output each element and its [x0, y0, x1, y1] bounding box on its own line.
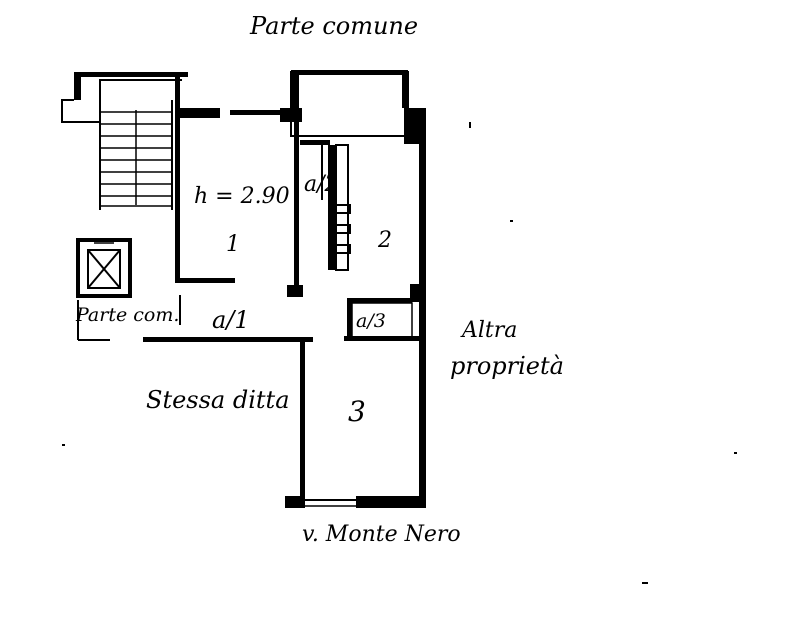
right-label-line1: Altra	[462, 318, 518, 343]
marker-a3: a/3	[356, 310, 386, 332]
bottom-label: v. Monte Nero	[302, 522, 461, 547]
common-area	[77, 295, 181, 341]
right-label-line2: proprietà	[450, 352, 564, 380]
room-2-number: 2	[378, 228, 392, 253]
top-label: Parte comune	[250, 12, 419, 40]
elevator	[76, 238, 132, 298]
room-3-number: 3	[348, 395, 366, 428]
stairwell	[61, 72, 188, 210]
room-1-number: 1	[226, 232, 240, 257]
common-label: Parte com.	[76, 304, 180, 326]
scan-specks	[62, 122, 737, 584]
apartment-walls	[143, 70, 426, 508]
height-label: h = 2.90	[194, 184, 290, 209]
marker-a1: a/1	[212, 306, 250, 334]
left-label: Stessa ditta	[146, 386, 290, 414]
marker-a2: a/2	[304, 172, 339, 197]
